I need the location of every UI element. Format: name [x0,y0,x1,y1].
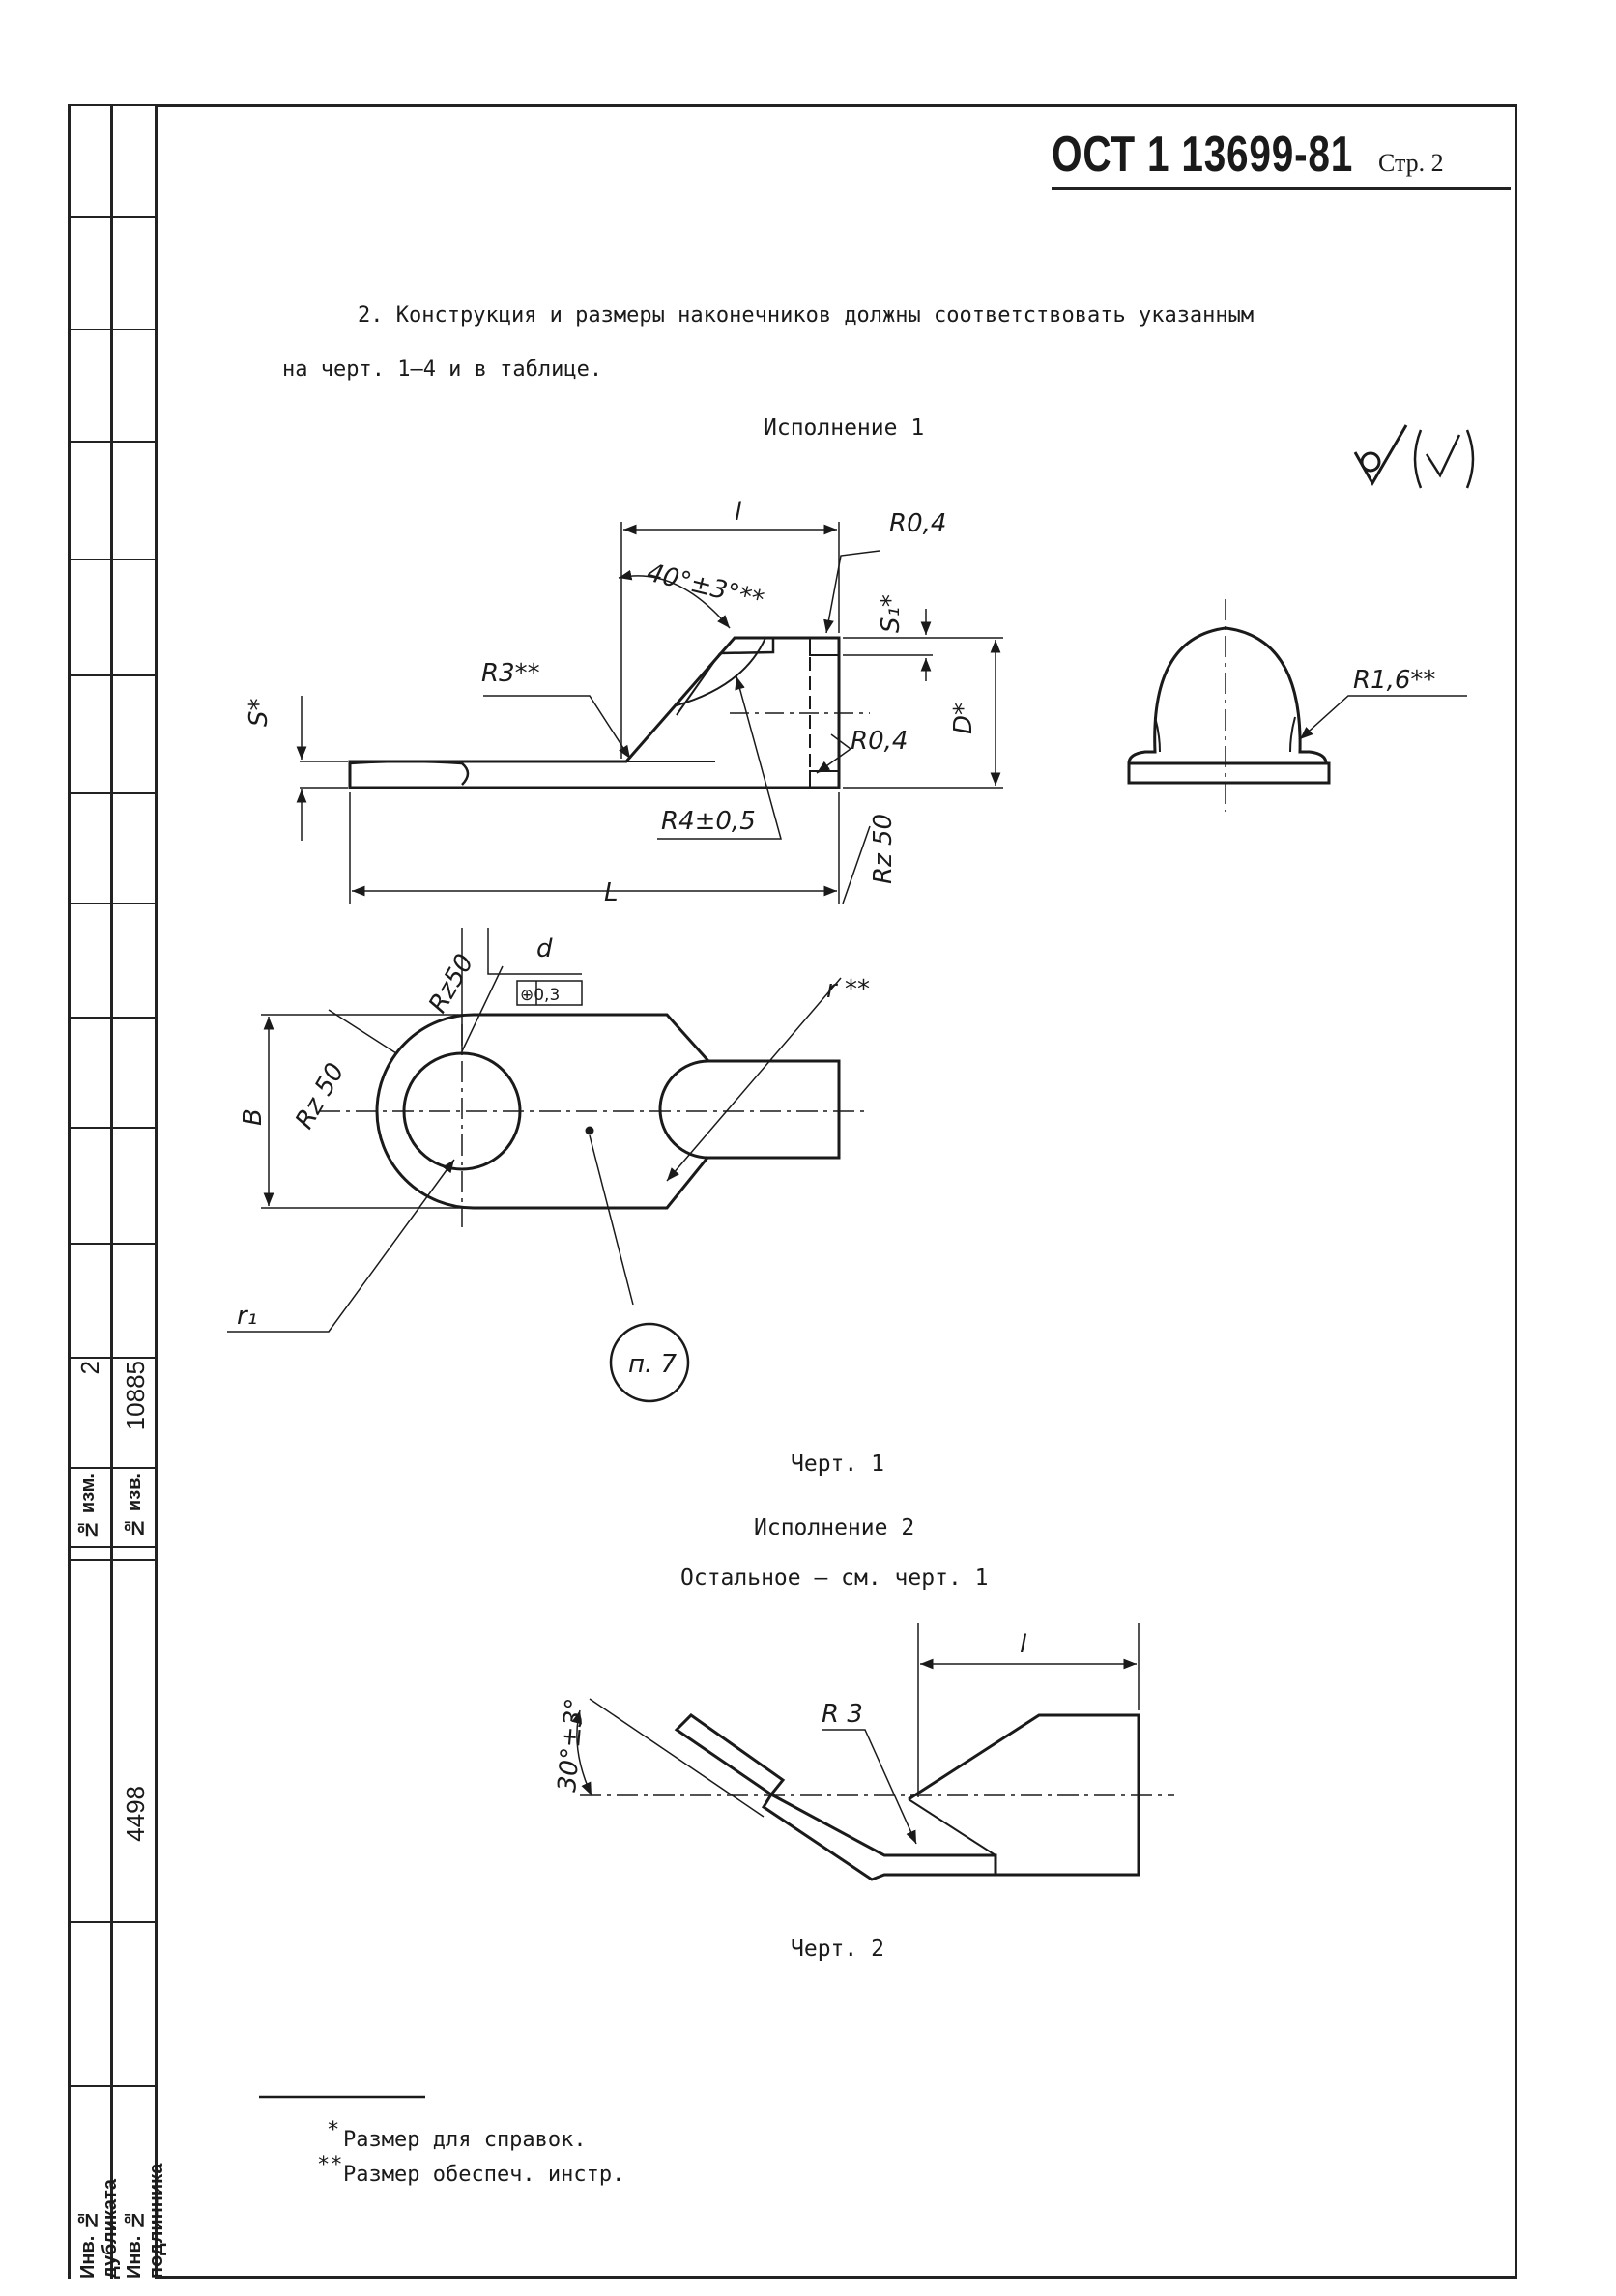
footnote-2: Размер обеспеч. инстр. [343,2163,625,2187]
fig2-view [571,1623,1174,1881]
side-col-right [155,104,158,2279]
label-d-star: D* [949,703,978,734]
label-s-star: S* [245,698,274,727]
label-position-tol: ⊕0,3 [520,986,560,1005]
label-rz50-a: Rz 50 [869,814,898,884]
label-l: l [735,498,742,527]
fig1-caption: Черт. 1 [791,1451,884,1477]
label-r: r ** [826,975,870,1004]
fig1-side-view [296,522,1003,904]
label-fig2-l: l [1020,1630,1027,1659]
footnote-1: Размер для справок. [343,2128,587,2152]
body-para-line2: на черт. 1–4 и в таблице. [282,358,603,382]
drawing-labels: l L R0,4 R0,4 40°±3°** R3** S* S₁* D* R4… [237,498,1435,1794]
label-angle-40: 40°±3°** [644,559,766,616]
body-para-line1: 2. Конструкция и размеры наконечников до… [358,303,1255,328]
fig1-variant-title: Исполнение 1 [764,416,925,441]
doc-code: ОСТ 1 13699-81 [1052,127,1354,183]
fig2-rest-note: Остальное – см. черт. 1 [680,1565,989,1591]
fig1-end-view [1127,599,1467,812]
fig2-variant-title: Исполнение 2 [754,1515,915,1540]
label-r1: r₁ [237,1302,257,1331]
label-B: B [239,1108,268,1126]
side-col-inner [110,104,113,2279]
label-p7: п. 7 [628,1350,678,1379]
footnote-2-marker: ** [317,2153,343,2177]
label-r3: R3** [481,659,540,688]
label-r04-bottom: R0,4 [851,727,908,756]
fig2-caption: Черт. 2 [791,1937,884,1962]
label-r16: R1,6** [1353,666,1435,695]
label-L: L [604,878,619,907]
fig1-plan-view [227,928,870,1403]
doc-header: ОСТ 1 13699-81 Стр. 2 [1052,126,1511,190]
side-stamp: 2 10885 № изм. № изв. 4498 Инв. № дублик… [68,104,167,2279]
label-rz50-c: Rz 50 [290,1058,351,1134]
label-r04-top: R0,4 [889,509,946,538]
label-d: d [536,934,553,963]
footnote-1-marker: * [327,2118,340,2142]
page-frame [155,104,1517,2279]
surface-finish-icon [1353,424,1475,489]
side-col-outer [68,104,71,2279]
page-number: Стр. 2 [1378,149,1444,177]
label-fig2-r3: R 3 [822,1700,863,1729]
label-s1-star: S₁* [877,594,906,633]
label-rz50-b: Rz50 [423,949,479,1018]
label-r4: R4±0,5 [661,807,756,836]
